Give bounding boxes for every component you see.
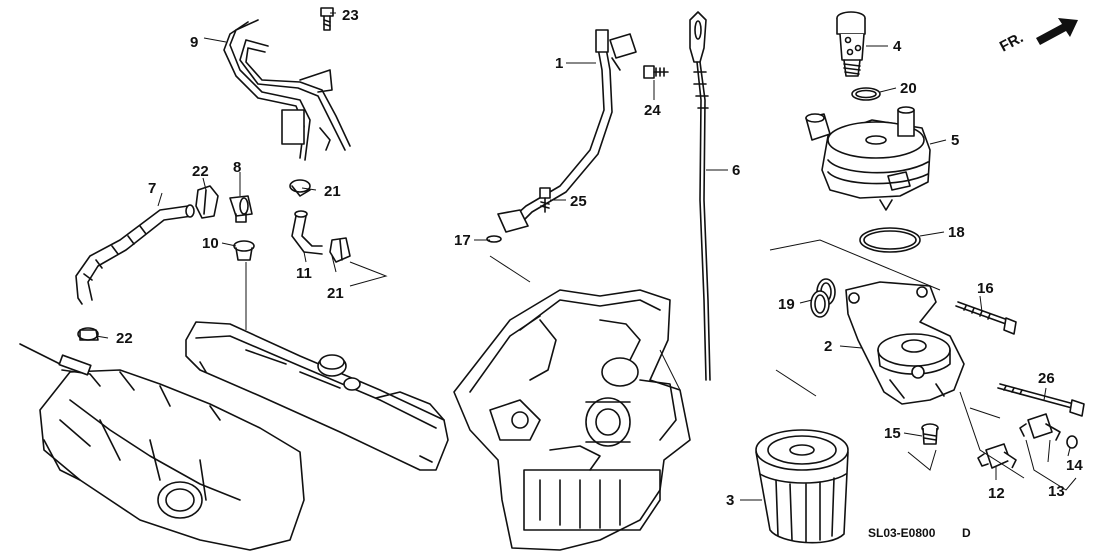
plug-15: [921, 423, 939, 445]
breather-pipe-assembly: [223, 19, 351, 161]
callout-10: 10: [202, 235, 219, 252]
callout-21-upper: 21: [324, 183, 341, 200]
callout-16: 16: [977, 280, 994, 297]
callout-23: 23: [342, 7, 359, 24]
pcv-hose-7: [75, 204, 195, 305]
bolt-16: [955, 301, 1017, 335]
leader-lines-left: [95, 12, 388, 339]
callout-21-lower: 21: [327, 285, 344, 302]
callout-13: 13: [1048, 483, 1065, 500]
callout-labels: 9 23 7 22 8 21 10 11 21 22 1 24 25 17 6 …: [116, 7, 1083, 509]
leader-lines-center: [474, 62, 728, 391]
callout-8: 8: [233, 159, 241, 176]
oil-cooler-bolt-4: [836, 11, 866, 77]
o-ring-20: [851, 87, 881, 101]
callout-5: 5: [951, 132, 959, 149]
front-arrow-icon: [1036, 18, 1078, 45]
hose-clamp-21-lower: [329, 237, 351, 263]
oil-pressure-switch-12: [977, 443, 1017, 469]
callout-4: 4: [893, 38, 902, 55]
oil-pressure-sensor-13: [1019, 413, 1061, 441]
oil-cooler-5: [805, 106, 931, 211]
callout-2: 2: [824, 338, 832, 355]
callout-18: 18: [948, 224, 965, 241]
callout-15: 15: [884, 425, 901, 442]
cylinder-head-cover-left: [19, 343, 305, 551]
washer-14: [1066, 435, 1078, 449]
callout-22-lower: 22: [116, 330, 133, 347]
callout-17: 17: [454, 232, 471, 249]
bolt-26: [997, 383, 1085, 417]
callout-11: 11: [296, 265, 312, 282]
oil-filter-base-2: [845, 281, 965, 405]
callout-12: 12: [988, 485, 1005, 502]
hose-clamp-22-lower: [77, 327, 99, 341]
diagram-code: SL03-E0800: [868, 526, 936, 540]
dipstick-tube-1: [497, 29, 637, 233]
callout-19: 19: [778, 296, 795, 313]
engine-block: [453, 289, 691, 551]
callout-7: 7: [148, 180, 156, 197]
pin-17: [486, 235, 502, 243]
callout-1: 1: [555, 55, 563, 72]
front-direction-label: FR.: [997, 29, 1026, 55]
callout-25: 25: [570, 193, 587, 210]
callout-14: 14: [1066, 457, 1083, 474]
callout-9: 9: [190, 34, 198, 51]
hose-11: [291, 210, 323, 255]
callout-26: 26: [1038, 370, 1055, 387]
callout-3: 3: [726, 492, 734, 509]
callout-24: 24: [644, 102, 661, 119]
diagram-code-group: SL03-E0800 D: [868, 526, 971, 540]
hose-clamp-22-upper: [195, 185, 219, 219]
bolt-25: [539, 187, 551, 213]
dipstick-6: [689, 11, 711, 381]
diagram-code-suffix: D: [962, 526, 971, 540]
pcv-valve-8: [229, 195, 253, 223]
front-direction-indicator: FR.: [997, 18, 1078, 56]
bolt-23: [320, 7, 334, 31]
bolt-24: [643, 65, 669, 79]
oil-filter-3: [755, 429, 849, 544]
hose-clamp-21-upper: [289, 179, 311, 197]
cylinder-head-cover-right: [185, 321, 449, 471]
gasket-18: [859, 227, 921, 253]
callout-20: 20: [900, 80, 917, 97]
grommet-10: [233, 240, 255, 261]
o-rings-19: [810, 278, 836, 318]
callout-6: 6: [732, 162, 740, 179]
leader-lines-right: [740, 45, 1077, 501]
callout-22-upper: 22: [192, 163, 209, 180]
